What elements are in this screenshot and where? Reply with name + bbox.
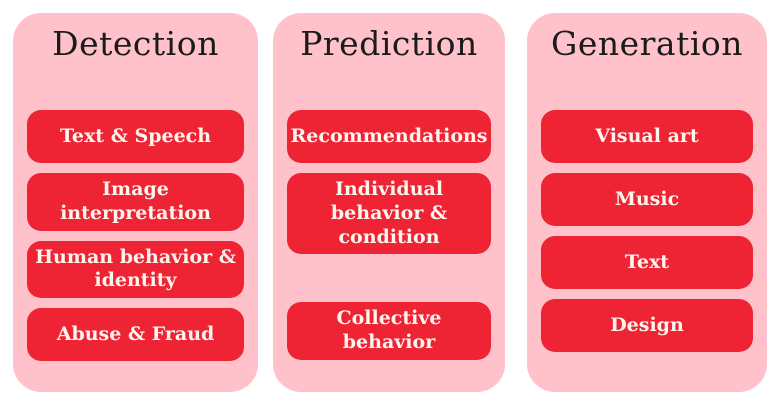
card-title-prediction: Prediction [300,24,478,63]
category-box-abuse-fraud: Abuse & Fraud [27,308,244,361]
category-box-recommendations: Recommendations [287,110,491,163]
card-generation: Generation Visual art Music Text Design [527,13,767,392]
category-box-individual-behavior-condition: Individual behavior & condition [287,173,491,255]
card-prediction: Prediction Recommendations Individual be… [273,13,505,392]
card-title-detection: Detection [52,24,219,63]
detection-items: Text & Speech Image interpretation Human… [26,110,245,361]
category-box-text-speech: Text & Speech [27,110,244,163]
card-detection: Detection Text & Speech Image interpreta… [13,13,258,392]
prediction-items: Recommendations Individual behavior & co… [286,110,492,360]
category-box-design: Design [541,299,753,352]
card-title-generation: Generation [550,24,744,63]
category-box-image-interpretation: Image interpretation [27,173,244,231]
category-box-music: Music [541,173,753,226]
category-box-text: Text [541,236,753,289]
category-box-collective-behavior: Collective behavior [287,302,491,360]
category-box-visual-art: Visual art [541,110,753,163]
category-box-human-behavior-identity: Human behavior & identity [27,240,244,298]
generation-items: Visual art Music Text Design [540,110,754,352]
